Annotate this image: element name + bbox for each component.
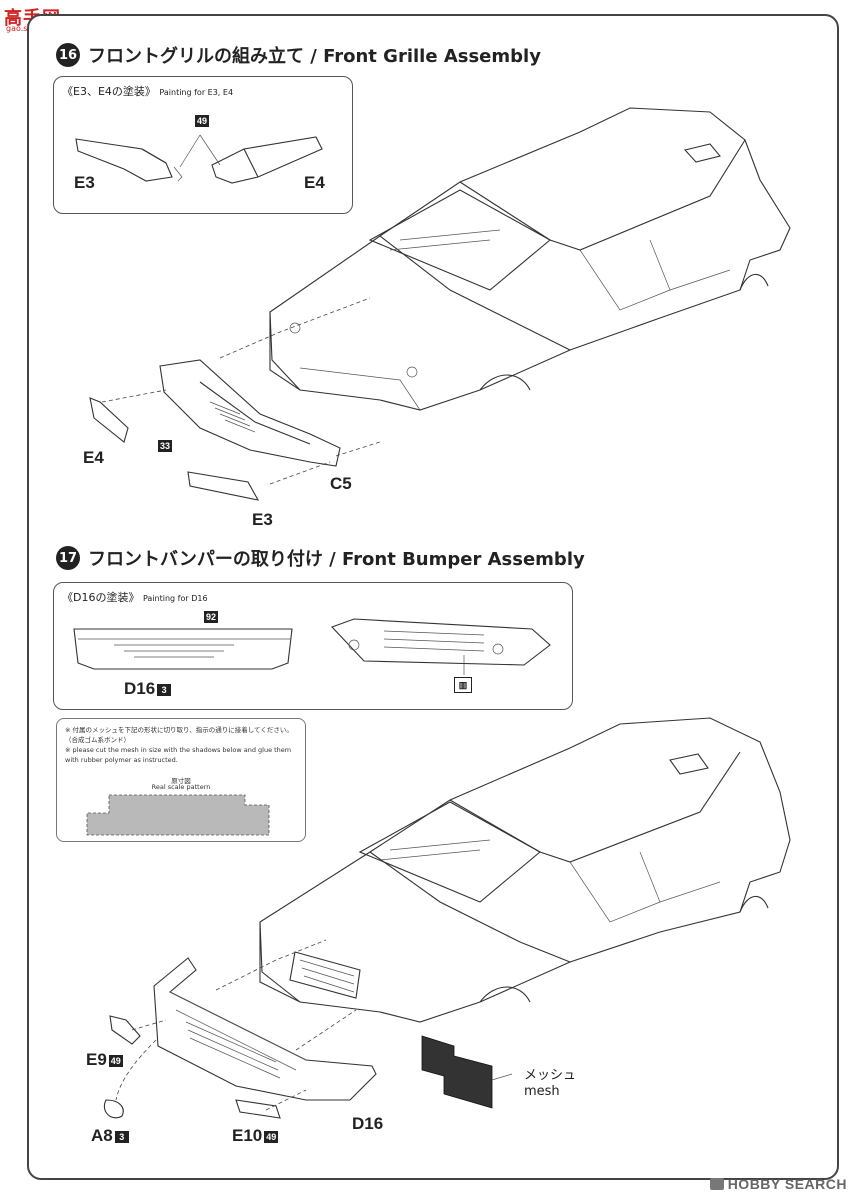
part-label-d16: D16 — [352, 1114, 384, 1133]
part-label-e10-text: E10 — [232, 1126, 263, 1145]
step16-painting-title: 《E3、E4の塗装》 Painting for E3, E4 — [62, 83, 233, 99]
color-code-33: 33 — [158, 440, 172, 452]
part-label-e4: E4 — [304, 173, 325, 192]
d16-code-badge: 3 — [157, 683, 172, 696]
scale-caption-jp: 原寸図 — [171, 777, 191, 785]
part-label-d16-paint-text: D16 — [124, 679, 156, 698]
e10-code-badge: 49 — [264, 1130, 279, 1143]
color-code-badge: 49 — [195, 115, 209, 127]
a8-code-badge: 3 — [114, 1130, 129, 1143]
mesh-label: メッシュ mesh — [524, 1068, 576, 1100]
part-label-e3-bottom: E3 — [252, 510, 273, 529]
step17-title: フロントバンパーの取り付け / Front Bumper Assembly — [88, 549, 585, 570]
hobby-search-logo-icon — [709, 1178, 724, 1190]
bumper-parts-drawing — [73, 618, 551, 675]
scale-caption-en: Real scale pattern — [151, 783, 211, 791]
mesh-icon: ▥ — [454, 677, 472, 693]
mesh-note-en: ※ please cut the mesh in size with the s… — [65, 746, 292, 764]
step16-painting-panel: 《E3、E4の塗装》 Painting for E3, E4 49 E3 E4 — [53, 76, 353, 214]
mesh-label-jp: メッシュ — [524, 1068, 577, 1083]
step16-title: フロントグリルの組み立て / Front Grille Assembly — [88, 46, 541, 67]
car-body-step17 — [259, 717, 791, 1023]
mesh-piece-drawing — [421, 1035, 513, 1109]
part-label-a8-text: A8 — [91, 1126, 113, 1145]
car-body-step16 — [269, 107, 791, 411]
step17-painting-subtitle: Painting for D16 — [142, 594, 208, 603]
mesh-note-jp: ※ 付属のメッシュを下記の形状に切り取り、指示の通りに接着してください。（合成ゴ… — [65, 726, 293, 744]
part-label-e3: E3 — [74, 173, 95, 192]
step17-painting-title: 《D16の塗装》 Painting for D16 — [62, 589, 208, 605]
watermark: HOBBY SEARCH — [709, 1176, 847, 1192]
step16-header: 16 フロントグリルの組み立て / Front Grille Assembly — [56, 42, 541, 68]
part-label-e9-text: E9 — [86, 1050, 107, 1069]
step16-number: 16 — [56, 43, 80, 67]
part-label-e4-bottom: E4 — [83, 448, 104, 467]
mesh-note-text: ※ 付属のメッシュを下記の形状に切り取り、指示の通りに接着してください。（合成ゴ… — [65, 725, 297, 765]
grille-assembly-drawing — [89, 297, 381, 501]
step17-number: 17 — [56, 546, 80, 570]
color-code-92: 92 — [204, 611, 218, 623]
watermark-text: HOBBY SEARCH — [727, 1176, 847, 1192]
step17-header: 17 フロントバンパーの取り付け / Front Bumper Assembly — [56, 545, 585, 571]
step17-painting-title-jp: 《D16の塗装》 — [62, 591, 140, 604]
mesh-pattern-drawing — [86, 794, 270, 836]
e9-code-badge: 49 — [108, 1054, 123, 1067]
step16-painting-title-jp: 《E3、E4の塗装》 — [62, 85, 156, 98]
grille-parts-drawing — [75, 134, 323, 184]
mesh-label-en: mesh — [524, 1084, 560, 1099]
mesh-note-box: ※ 付属のメッシュを下記の形状に切り取り、指示の通りに接着してください。（合成ゴ… — [56, 718, 306, 842]
part-label-c5: C5 — [330, 474, 352, 493]
bumper-assembly-drawing — [104, 939, 377, 1119]
step16-painting-subtitle: Painting for E3, E4 — [159, 88, 234, 97]
